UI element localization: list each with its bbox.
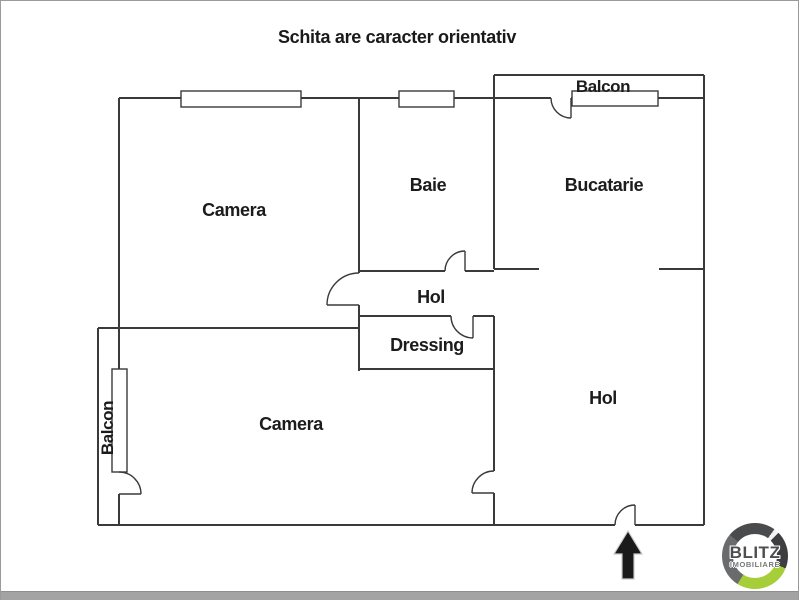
room-label-hol1: Hol bbox=[417, 287, 445, 307]
door-baie bbox=[444, 250, 466, 272]
entrance-arrow-icon bbox=[612, 529, 644, 580]
blitz-imobiliare-logo: BLITZ IMOBILIARE bbox=[719, 521, 791, 591]
door-balcon-top bbox=[550, 97, 572, 119]
walls bbox=[97, 74, 705, 526]
logo-ring-hole bbox=[733, 534, 777, 578]
room-label-hol2: Hol bbox=[589, 388, 617, 408]
door-entrance bbox=[614, 504, 636, 526]
door-balcon-left bbox=[118, 471, 142, 495]
room-label-camera2: Camera bbox=[259, 414, 324, 434]
logo-subtitle-text: IMOBILIARE bbox=[729, 560, 781, 569]
logo-brand-text: BLITZ bbox=[729, 543, 781, 562]
window-camera1 bbox=[180, 90, 302, 108]
room-label-balcon-left: Balcon bbox=[98, 401, 117, 455]
plan-disclaimer-title: Schita are caracter orientativ bbox=[278, 27, 516, 47]
room-label-dressing: Dressing bbox=[390, 335, 464, 355]
room-label-camera1: Camera bbox=[202, 200, 267, 220]
frame-bottom-bar bbox=[1, 591, 798, 600]
door-dressing bbox=[450, 315, 474, 339]
door-camera1 bbox=[326, 272, 360, 306]
window-baie bbox=[398, 90, 455, 108]
room-label-baie: Baie bbox=[410, 175, 447, 195]
room-label-balcon-top: Balcon bbox=[576, 77, 630, 96]
room-label-bucatarie: Bucatarie bbox=[565, 175, 644, 195]
window-balcon-top bbox=[571, 90, 659, 107]
door-camera2 bbox=[471, 470, 495, 494]
